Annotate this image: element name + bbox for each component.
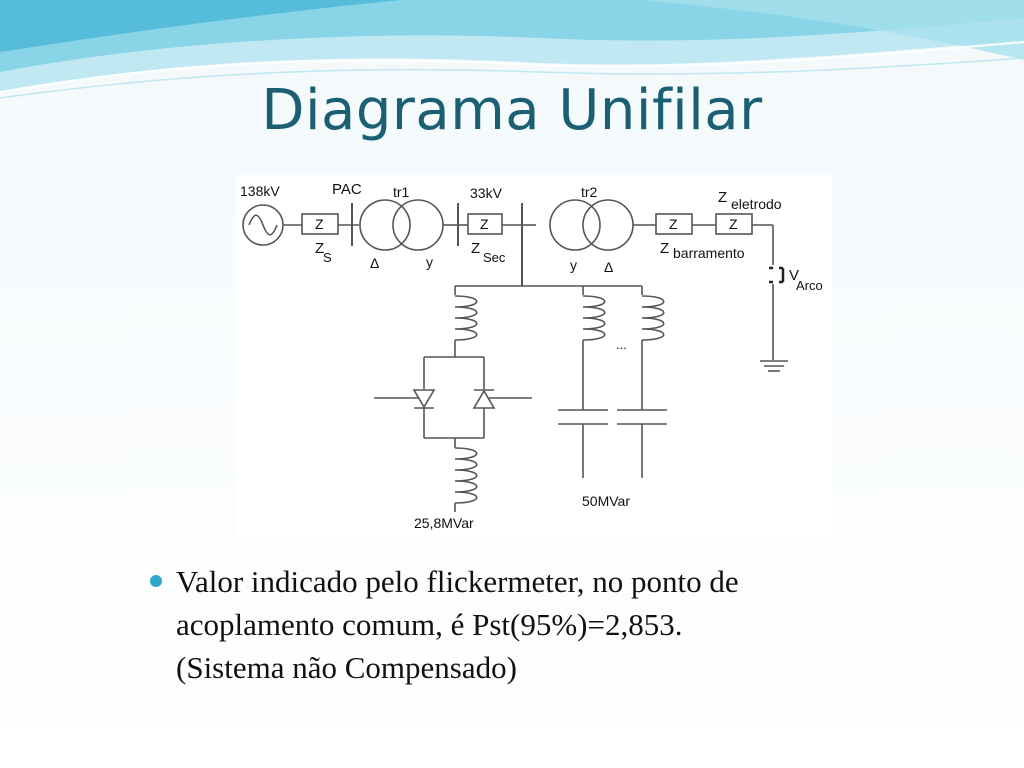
label-tr2: tr2 (581, 184, 598, 200)
source-sine-icon (248, 214, 278, 236)
header-wave-mid (0, 0, 1024, 72)
slide-title: Diagrama Unifilar (261, 78, 763, 143)
header-wave-dark (0, 0, 400, 52)
impedance-zbar-box (655, 213, 693, 235)
filter1-reactor-icon (582, 295, 606, 341)
label-zele-sub: eletrodo (731, 196, 782, 212)
thyristor-up-icon (472, 389, 496, 409)
zsec-box-letter: Z (480, 216, 489, 232)
tr1-delta-label: Δ (370, 255, 379, 271)
impedance-zsec-box (467, 213, 503, 235)
label-zsec-sub: Sec (483, 250, 506, 265)
bullet-text: Valor indicado pelo flickermeter, no pon… (176, 564, 739, 685)
label-pac: PAC (332, 181, 362, 198)
zele-box-letter: Z (729, 216, 738, 232)
zbar-box-letter: Z (669, 216, 678, 232)
label-zsec-main: Z (471, 240, 480, 257)
label-zs-main: Z (315, 240, 324, 257)
bullet-item: Valor indicado pelo flickermeter, no pon… (150, 560, 930, 689)
tr1-wye-label: y (426, 254, 433, 270)
label-33kv: 33kV (470, 185, 503, 201)
label-zbar-main: Z (660, 240, 669, 257)
label-filter-rating: 50MVar (582, 493, 630, 509)
arc-gap-symbol (769, 266, 785, 284)
tr2-delta-label: Δ (604, 259, 613, 275)
single-line-diagram: 138kV PAC tr1 33kV tr2 Z Z Z Z Z S Z Sec… (236, 175, 832, 539)
tr1-primary-winding (359, 199, 411, 251)
filter-ellipsis: ... (616, 337, 627, 352)
tr1-secondary-winding (392, 199, 444, 251)
label-zele-main: Z (718, 189, 727, 206)
header-wave-right (640, 0, 1024, 60)
tr2-secondary-winding (582, 199, 634, 251)
label-varc-sub: Arco (796, 278, 823, 293)
header-wave-line (0, 41, 1024, 93)
bullet-icon (150, 575, 162, 587)
zs-box-letter: Z (315, 216, 324, 232)
filter2-reactor-icon (641, 295, 665, 341)
tcr-reactor-icon (454, 295, 478, 341)
label-tcr-rating: 25,8MVar (414, 515, 474, 531)
tr2-primary-winding (549, 199, 601, 251)
header-wave-line-2 (0, 57, 1024, 99)
tr2-wye-label: y (570, 257, 577, 273)
label-138kv: 138kV (240, 183, 280, 199)
label-zbar-sub: barramento (673, 245, 745, 261)
impedance-zs-box (301, 213, 339, 235)
label-zs-sub: S (323, 250, 332, 265)
tcr-lower-reactor-icon (454, 447, 478, 504)
impedance-zele-box (715, 213, 753, 235)
label-tr1: tr1 (393, 184, 410, 200)
label-varc-main: V (789, 267, 799, 284)
